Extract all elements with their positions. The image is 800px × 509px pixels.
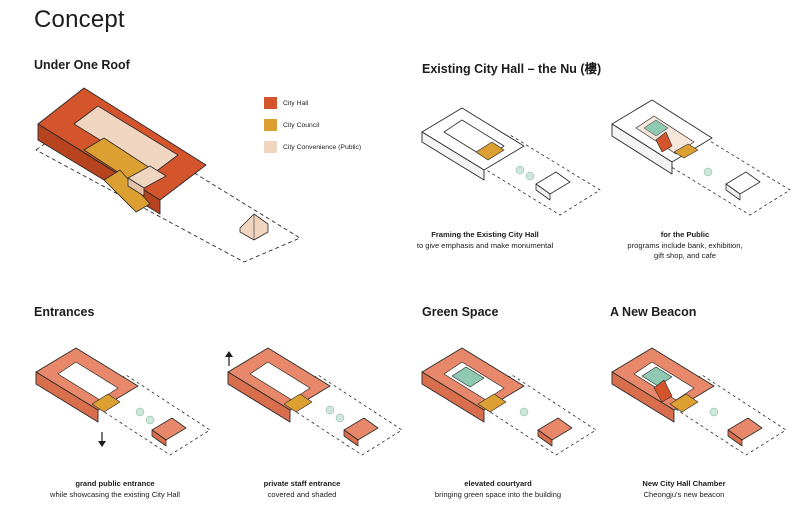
roof-front: [611, 371, 675, 423]
roof-front: [611, 123, 673, 175]
roof-front: [227, 371, 291, 423]
caption-public: for the Public programs include bank, ex…: [595, 230, 775, 262]
caption-grand-entrance-title: grand public entrance: [75, 479, 155, 488]
legend-item-city-convenience: City Convenience (Public): [264, 140, 361, 154]
legend-swatch-city-hall: [264, 97, 277, 109]
legend: City Hall City Council City Convenience …: [264, 96, 361, 154]
caption-private-entrance-title: private staff entrance: [263, 479, 341, 488]
caption-private-entrance: private staff entrance covered and shade…: [212, 479, 392, 500]
heading-entrances: Entrances: [34, 305, 95, 319]
roof-opening: [57, 361, 119, 401]
caption-public-title: for the Public: [660, 230, 710, 239]
caption-new-beacon-text: Cheongju's new beacon: [643, 489, 725, 499]
caption-public-text-1: programs include bank, exhibition,: [627, 240, 743, 250]
council-ramp: [103, 169, 151, 213]
roof-front: [35, 371, 99, 423]
caption-framing-text: to give emphasis and make monumental: [416, 240, 554, 250]
council-block: [673, 143, 699, 159]
caption-green-space-title: elevated courtyard: [464, 479, 532, 488]
convenience-block-side: [127, 177, 145, 197]
caption-green-space-text: bringing green space into the building: [434, 489, 562, 499]
legend-item-city-hall: City Hall: [264, 96, 361, 110]
chamber-accent: [655, 131, 673, 153]
caption-new-beacon: New City Hall Chamber Cheongju's new bea…: [594, 479, 774, 500]
council-block: [669, 393, 699, 413]
caption-private-entrance-text: covered and shaded: [267, 489, 337, 499]
chamber-block: [653, 379, 673, 403]
legend-label-city-convenience: City Convenience (Public): [283, 143, 362, 151]
council-block: [91, 393, 121, 413]
heading-green-space: Green Space: [422, 305, 499, 319]
roof-opening: [249, 361, 311, 401]
roof-front: [421, 371, 485, 423]
caption-grand-entrance-text: while showcasing the existing City Hall: [50, 489, 180, 499]
legend-swatch-city-convenience: [264, 141, 277, 153]
caption-grand-entrance: grand public entrance while showcasing t…: [25, 479, 205, 500]
heading-new-beacon: A New Beacon: [610, 305, 697, 319]
caption-framing: Framing the Existing City Hall to give e…: [395, 230, 575, 251]
existing-hall-block: [475, 141, 505, 161]
legend-label-city-council: City Council: [283, 121, 320, 129]
council-block: [477, 393, 507, 413]
caption-green-space: elevated courtyard bringing green space …: [408, 479, 588, 500]
legend-label-city-hall: City Hall: [283, 99, 309, 107]
caption-public-text-2: gift shop, and cafe: [653, 251, 717, 260]
page-title: Concept: [34, 6, 125, 33]
heading-under-one-roof: Under One Roof: [34, 58, 130, 72]
green-patch: [643, 119, 669, 137]
caption-new-beacon-title: New City Hall Chamber: [642, 479, 726, 488]
heading-existing-city-hall: Existing City Hall – the Nu (樓): [422, 62, 602, 76]
legend-swatch-city-council: [264, 119, 277, 131]
legend-item-city-council: City Council: [264, 118, 361, 132]
caption-framing-title: Framing the Existing City Hall: [431, 230, 539, 239]
frame-front: [421, 131, 485, 181]
green-courtyard: [451, 366, 485, 388]
council-block: [283, 393, 313, 413]
